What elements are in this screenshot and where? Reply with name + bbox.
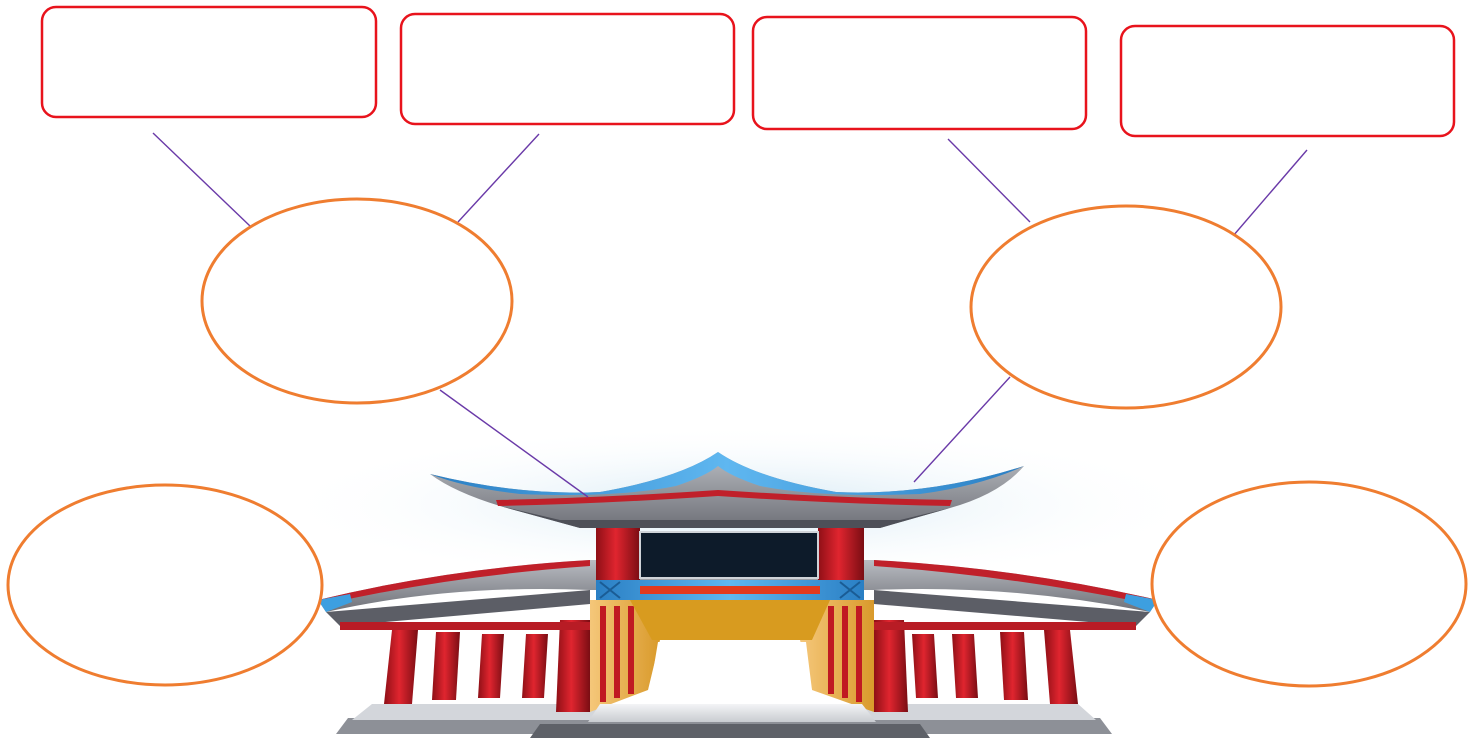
connector-box3-oval2 xyxy=(948,139,1030,222)
name-plaque xyxy=(640,532,818,578)
upper-wall-right xyxy=(818,528,864,580)
left-pillars xyxy=(384,620,590,712)
gate-threshold xyxy=(588,704,876,722)
connector-box2-oval1 xyxy=(458,134,539,222)
gate-lintel xyxy=(630,600,830,640)
temple-illustration xyxy=(270,425,1210,738)
upper-wall-left xyxy=(596,528,640,580)
label-oval-2[interactable] xyxy=(971,206,1281,408)
label-oval-3[interactable] xyxy=(8,485,322,685)
label-box-3[interactable] xyxy=(753,17,1086,129)
right-pillars xyxy=(874,620,1078,712)
gate-opening xyxy=(650,642,812,690)
temple-stairs xyxy=(530,724,930,738)
lower-beam-left xyxy=(340,622,590,630)
frieze-red-band xyxy=(640,586,820,594)
label-oval-4[interactable] xyxy=(1152,482,1466,686)
label-box-4[interactable] xyxy=(1121,26,1454,136)
lower-beam-right xyxy=(874,622,1136,630)
label-box-1[interactable] xyxy=(42,7,376,117)
label-box-2[interactable] xyxy=(401,14,734,124)
label-oval-1[interactable] xyxy=(202,199,512,403)
connector-box1-oval1 xyxy=(153,133,250,226)
connector-box4-oval2 xyxy=(1233,150,1307,236)
